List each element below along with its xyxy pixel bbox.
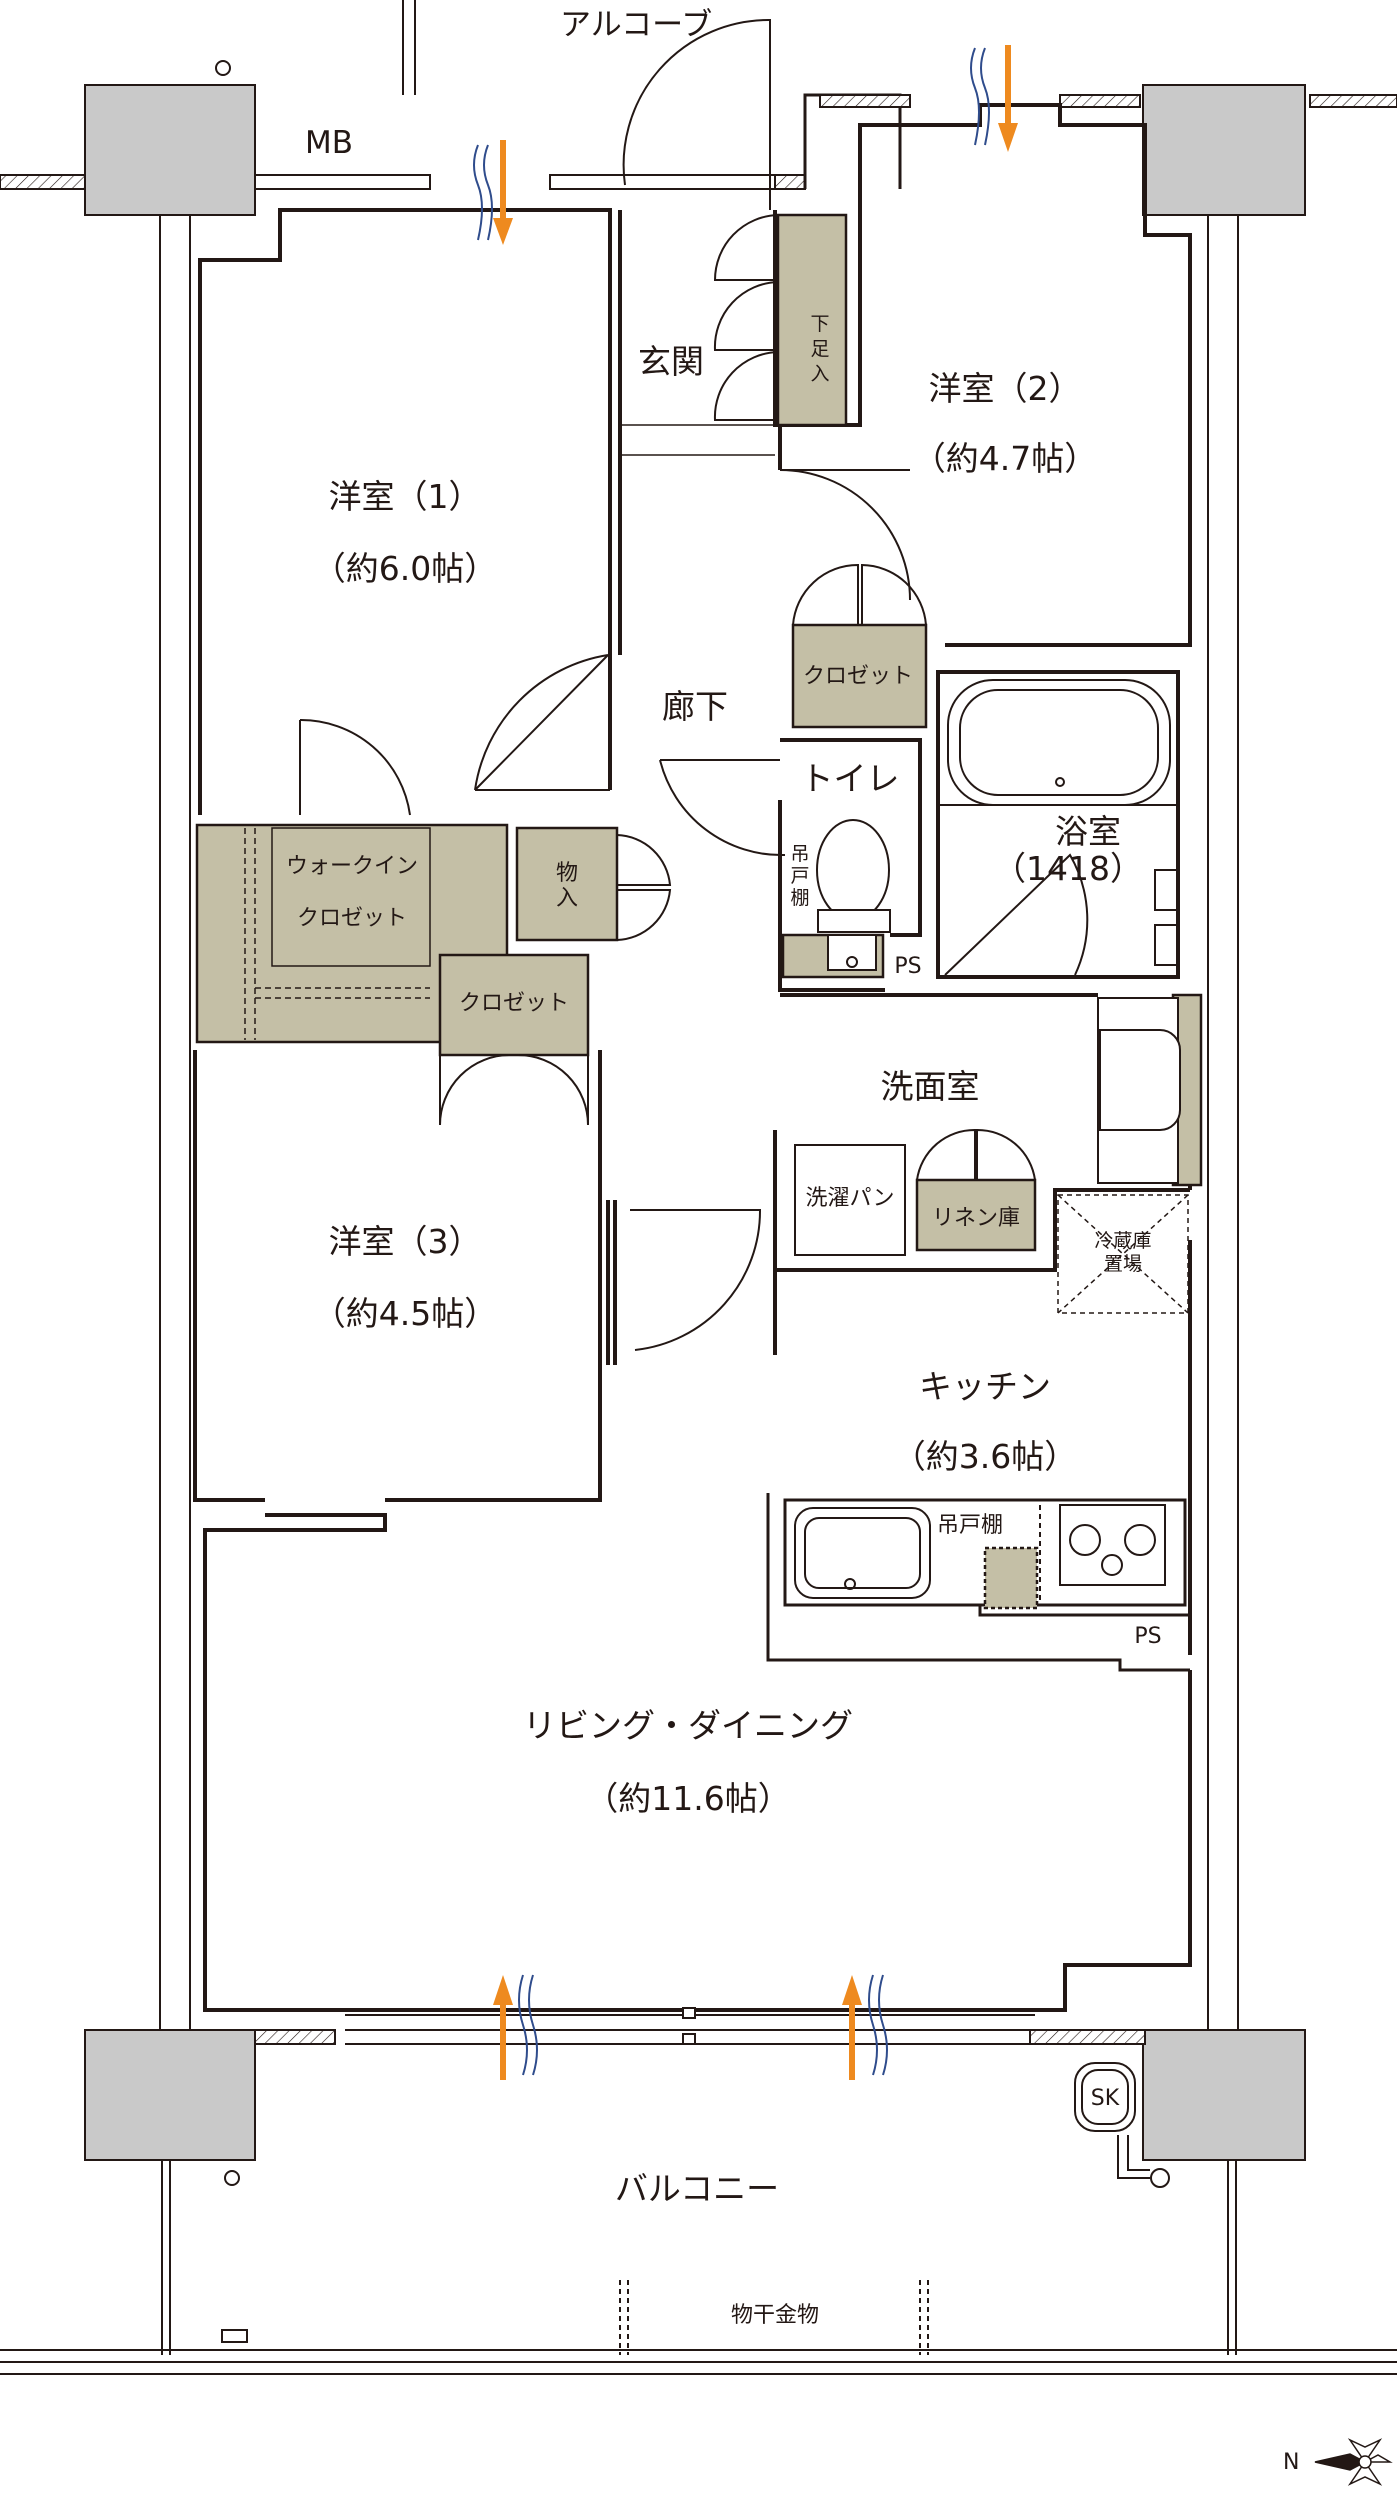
airflow-arrow-room1 xyxy=(473,140,513,245)
storage-box xyxy=(515,826,619,942)
storage-label-2: 入 xyxy=(556,886,578,911)
balcony-area xyxy=(0,60,1397,2375)
laundry-hardware-label: 物干金物 xyxy=(731,2303,819,2328)
genkan-label: 玄関 xyxy=(638,342,704,381)
wash-basin xyxy=(1097,997,1181,1184)
ps-label-2: PS xyxy=(1134,1624,1161,1649)
interior-walls xyxy=(193,103,1192,2012)
external-corridor-wall xyxy=(0,0,1397,190)
room1-name: 洋室（1） xyxy=(329,477,482,516)
fridge-label-2: 置場 xyxy=(1104,1253,1142,1275)
room-labels: アルコーブ MB 玄関 下 足 入 洋室（1） （約6.0帖） 洋室（2） （約… xyxy=(286,7,1299,2475)
sk-fixture xyxy=(1074,2062,1136,2132)
side-walls xyxy=(159,214,1239,2031)
walkin-label-2: クロゼット xyxy=(297,906,407,931)
cooktop xyxy=(1039,1504,1166,1600)
hall-lines xyxy=(620,424,775,456)
north-label: N xyxy=(1283,2450,1299,2475)
corridor-label: 廊下 xyxy=(662,687,728,726)
toilet-shelf-label-2: 戸 xyxy=(790,865,809,887)
airflow-arrow-living-2 xyxy=(842,1974,888,2080)
living-size: （約11.6帖） xyxy=(585,1779,790,1818)
room1-size: （約6.0帖） xyxy=(313,549,497,588)
kitchen-size: （約3.6帖） xyxy=(893,1437,1077,1476)
doors xyxy=(299,18,1089,1351)
mb-label: MB xyxy=(305,125,353,161)
toilet-shelf-label-3: 棚 xyxy=(790,887,809,909)
toilet-fixture xyxy=(816,819,891,971)
washer-pan-label: 洗濯パン xyxy=(805,1186,894,1211)
linen-label: リネン庫 xyxy=(932,1206,1020,1231)
airflow-arrow-living-1 xyxy=(493,1974,538,2080)
sk-label: SK xyxy=(1091,2086,1120,2111)
structural-columns xyxy=(84,84,1306,2161)
walkin-detail xyxy=(244,827,431,1040)
linen-cabinet xyxy=(915,1178,1037,1252)
room2-name: 洋室（2） xyxy=(929,369,1082,408)
airflow-arrow-room2 xyxy=(970,45,1018,152)
closet-room3-label: クロゼット xyxy=(459,991,569,1016)
bath-size: （1418） xyxy=(993,849,1143,888)
toilet-walls xyxy=(778,738,922,992)
compass-icon xyxy=(1314,2438,1393,2486)
room3-size: （約4.5帖） xyxy=(313,1294,497,1333)
closet-room3 xyxy=(438,953,590,1057)
fridge-space xyxy=(1057,1194,1189,1314)
getabako xyxy=(776,213,848,427)
getabako-label-1: 下 xyxy=(810,313,829,335)
toilet-shelf-label-1: 吊 xyxy=(790,843,809,865)
closet-room2 xyxy=(791,623,928,729)
ps-label-1: PS xyxy=(894,954,921,979)
kitchen-sink xyxy=(794,1507,931,1599)
living-window xyxy=(254,2007,1146,2045)
washer-pan xyxy=(794,1144,906,1256)
kitchen-shelf xyxy=(983,1546,1039,1610)
bathtub xyxy=(938,679,1178,966)
airflow-markers xyxy=(473,45,1018,2080)
balcony-label: バルコニー xyxy=(615,2169,779,2208)
fridge-label-1: 冷蔵庫 xyxy=(1094,1230,1151,1252)
bath-walls xyxy=(936,670,1180,979)
room2-size: （約4.7帖） xyxy=(913,439,1097,478)
kitchen-shelf-label: 吊戸棚 xyxy=(937,1513,1003,1538)
washroom-label: 洗面室 xyxy=(881,1067,980,1106)
alcove-label: アルコーブ xyxy=(560,7,712,43)
getabako-label-2: 足 xyxy=(810,338,829,360)
room3-name: 洋室（3） xyxy=(329,1222,482,1261)
walkin-label-1: ウォークイン xyxy=(286,854,418,879)
storage-label-1: 物 xyxy=(556,861,578,886)
toilet-label: トイレ xyxy=(801,759,900,798)
kitchen-name: キッチン xyxy=(919,1367,1051,1406)
living-name: リビング・ダイニング xyxy=(523,1706,853,1745)
getabako-label-3: 入 xyxy=(810,363,829,385)
closet-room2-label: クロゼット xyxy=(803,664,913,689)
bath-name: 浴室 xyxy=(1055,812,1121,851)
